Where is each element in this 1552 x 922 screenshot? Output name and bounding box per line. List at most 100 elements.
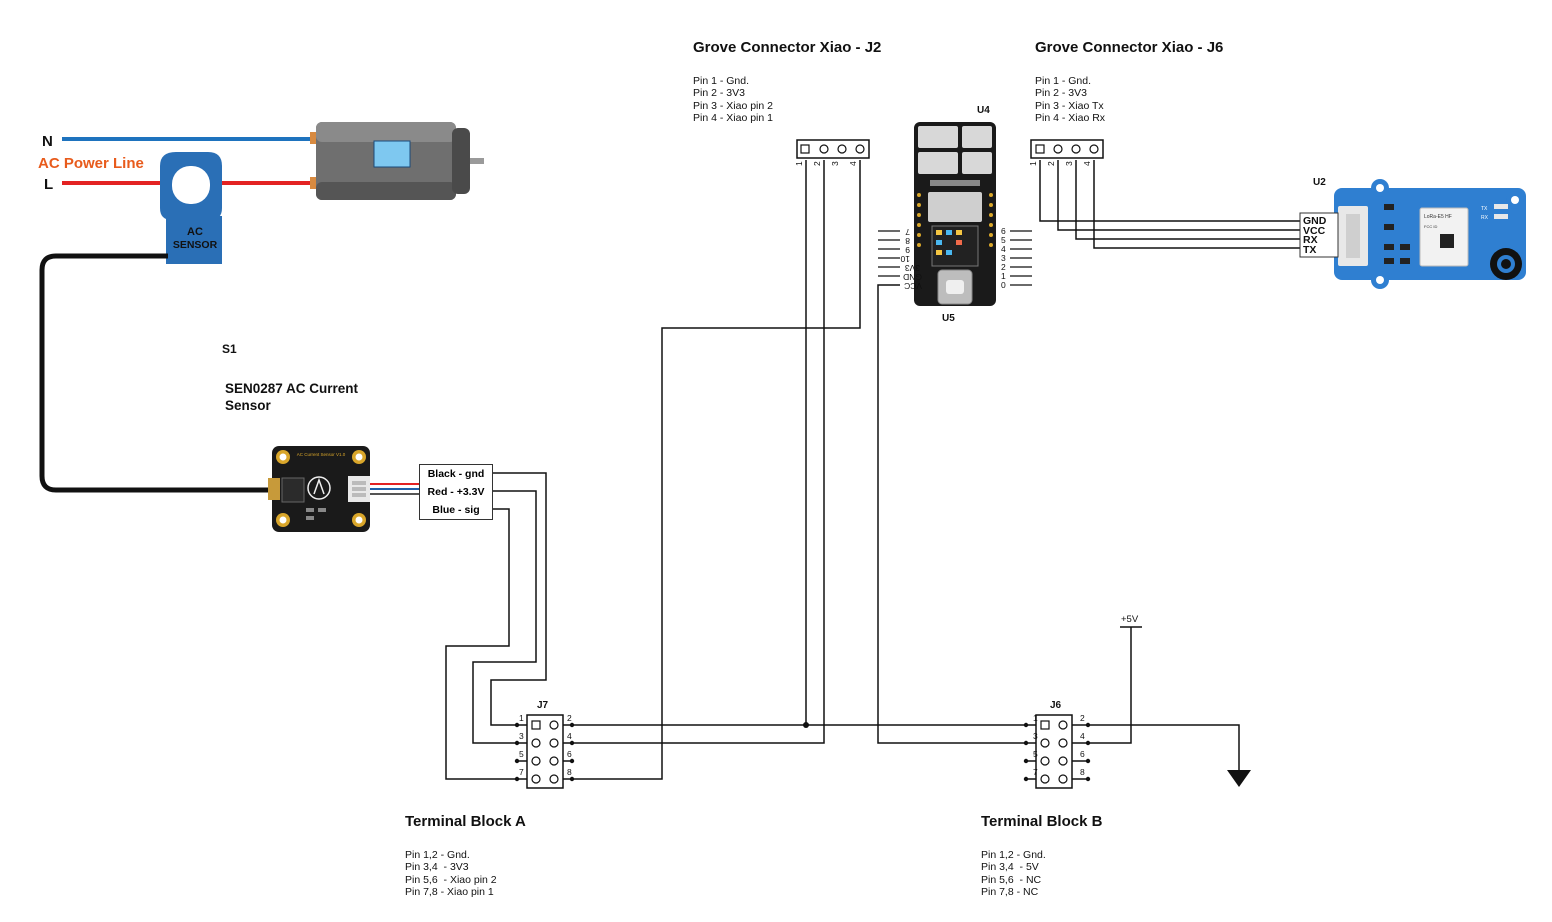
xiao-right-pin-label: 1 (1001, 271, 1006, 281)
j6b-pin-number: 5 (1033, 749, 1038, 759)
terminal-b-note: Pin 7,8 - NC (981, 886, 1039, 899)
j7-pin-number: 4 (567, 731, 572, 741)
terminal-a-note: Pin 1,2 - Gnd. (405, 848, 470, 861)
grove-j2-note: Pin 4 - Xiao pin 1 (693, 112, 773, 125)
sensor-ref: S1 (222, 342, 237, 356)
lora-board-name: LoRa-E5 HF (1424, 214, 1452, 220)
grove-j6-note: Pin 2 - 3V3 (1035, 87, 1087, 100)
ac-clamp-sensor-icon (160, 152, 222, 264)
lora-board-tx: TX (1481, 206, 1488, 212)
grove-connector-j2 (796, 139, 870, 159)
j6b-pin-number: 4 (1080, 731, 1085, 741)
junction-dot (803, 722, 809, 728)
xiao-right-pin-label: 6 (1001, 226, 1006, 236)
grove-j6-note: Pin 1 - Gnd. (1035, 74, 1092, 87)
xiao-ref-bottom: U5 (942, 313, 955, 324)
xiao-left-pin-label: VCC (904, 281, 922, 291)
terminal-block-b (1023, 714, 1091, 789)
xiao-left-pin-label: 7 (905, 227, 910, 237)
j6b-pin-number: 7 (1033, 767, 1038, 777)
lora-module-icon (1334, 179, 1526, 289)
j7-pin-number: 8 (567, 767, 572, 777)
j6b-pin-number: 1 (1033, 713, 1038, 723)
lora-pin-rx: RX (1303, 234, 1318, 246)
terminal-a-note: Pin 5,6 - Xiao pin 2 (405, 873, 497, 886)
j7-pin-number: 3 (519, 731, 524, 741)
j2-pin-number: 1 (794, 161, 804, 166)
xiao-ref-top: U4 (977, 105, 990, 116)
grove-j6-title: Grove Connector Xiao - J6 (1035, 39, 1224, 56)
ground-symbol (1227, 770, 1251, 787)
xiao-right-pin-label: 0 (1001, 280, 1006, 290)
grove-j2-note: Pin 1 - Gnd. (693, 74, 750, 87)
xiao-pin-stubs (878, 230, 1032, 286)
j6b-pin-number: 6 (1080, 749, 1085, 759)
grove-j6-note: Pin 4 - Xiao Rx (1035, 112, 1106, 125)
j7-pin-number: 5 (519, 749, 524, 759)
j6-pin-number: 4 (1082, 161, 1092, 166)
terminal-a-title: Terminal Block A (405, 813, 526, 830)
schematic-wires (445, 160, 1302, 780)
lora-pin-vcc: VCC (1303, 224, 1326, 237)
sensor-name-line2: Sensor (225, 398, 271, 410)
sensor-pin-red: Red - +3.3V (427, 486, 485, 498)
lora-board-fcc: FCC ID (1424, 224, 1437, 229)
ac-sensor-label-line2: SENSOR (173, 239, 218, 251)
grove-connector-j6 (1030, 139, 1104, 159)
j7-pin-number: 1 (519, 713, 524, 723)
xiao-right-pin-label: 2 (1001, 262, 1006, 272)
grove-j2-note: Pin 3 - Xiao pin 2 (693, 99, 773, 112)
plus-5v-label: +5V (1121, 614, 1139, 625)
lora-pin-labels: GND VCC RX TX (1303, 216, 1326, 256)
j6-pin-number: 2 (1046, 161, 1056, 166)
j6-pin-number: 3 (1064, 161, 1074, 166)
sensor-pin-black: Black - gnd (427, 468, 485, 480)
sensor-name-line1: SEN0287 AC Current (225, 381, 359, 396)
terminal-b-note: Pin 5,6 - NC (981, 873, 1042, 886)
j7-pin-number: 2 (567, 713, 572, 723)
xiao-left-pin-label: 8 (905, 236, 910, 246)
xiao-left-pin-label: GND (903, 272, 922, 282)
xiao-board-icon (914, 122, 996, 306)
ac-sensor-label-line1: AC (187, 226, 203, 238)
j6b-pin-number: 3 (1033, 731, 1038, 741)
live-label: L (44, 176, 53, 193)
xiao-left-pin-label: 3V3 (905, 263, 920, 273)
j2-pin-number: 2 (812, 161, 822, 166)
sensor-pin-blue: Blue - sig (432, 504, 480, 516)
grove-j6-note: Pin 3 - Xiao Tx (1035, 99, 1104, 112)
xiao-right-pin-label: 3 (1001, 253, 1006, 263)
ac-power-line-label: AC Power Line (38, 155, 144, 172)
j7-pin-number: 6 (567, 749, 572, 759)
j2-pin-number: 3 (830, 161, 840, 166)
lora-ref: U2 (1313, 177, 1326, 188)
xiao-right-pin-label: 4 (1001, 244, 1006, 254)
sensor-board-text: AC Current Sensor V1.0 (297, 452, 346, 457)
terminal-a-note: Pin 7,8 - Xiao pin 1 (405, 886, 494, 899)
lora-board-rx: RX (1481, 215, 1489, 221)
terminal-a-ref: J7 (537, 700, 549, 711)
xiao-left-pin-label: 10 (900, 254, 910, 264)
terminal-b-note: Pin 1,2 - Gnd. (981, 848, 1046, 861)
grove-j2-note: Pin 2 - 3V3 (693, 87, 745, 100)
lora-pin-tx: TX (1303, 243, 1317, 256)
terminal-b-note: Pin 3,4 - 5V (981, 861, 1039, 874)
j2-pin-number: 4 (848, 161, 858, 166)
neutral-label: N (42, 133, 53, 150)
j6b-pin-number: 2 (1080, 713, 1085, 723)
sensor-cable (39, 253, 272, 493)
sensor-pin-box: Black - gnd Red - +3.3V Blue - sig (419, 464, 493, 520)
terminal-a-note: Pin 3,4 - 3V3 (405, 861, 469, 874)
motor-icon (310, 122, 484, 200)
xiao-right-pin-label: 5 (1001, 235, 1006, 245)
j7-pin-number: 7 (519, 767, 524, 777)
sen0287-board (268, 446, 370, 532)
terminal-block-a (514, 714, 575, 789)
terminal-b-title: Terminal Block B (981, 813, 1103, 830)
